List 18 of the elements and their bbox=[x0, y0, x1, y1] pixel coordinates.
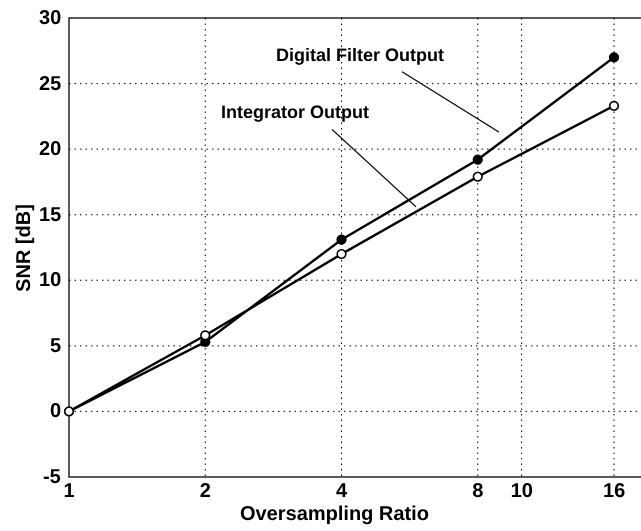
tick-label: 2 bbox=[200, 481, 211, 501]
tick-label: 4 bbox=[336, 481, 348, 501]
tick-label: -5 bbox=[43, 467, 61, 487]
axis-title: Oversampling Ratio bbox=[240, 504, 429, 524]
annotation-label: Integrator Output bbox=[221, 103, 370, 122]
annotation-label: Digital Filter Output bbox=[276, 46, 444, 64]
tick-label: 30 bbox=[39, 8, 62, 28]
tick-label: 16 bbox=[603, 481, 626, 501]
tick-label: 0 bbox=[50, 401, 62, 422]
tick-label: 1 bbox=[64, 481, 75, 501]
axis-title: SNR [dB] bbox=[14, 204, 34, 292]
tick-label: 5 bbox=[50, 336, 62, 356]
tick-label: 10 bbox=[39, 270, 62, 290]
tick-label: 20 bbox=[39, 139, 62, 160]
tick-label: 8 bbox=[472, 481, 484, 501]
tick-label: 10 bbox=[510, 481, 533, 501]
tick-label: 25 bbox=[39, 74, 62, 94]
tick-label: 15 bbox=[39, 204, 62, 225]
